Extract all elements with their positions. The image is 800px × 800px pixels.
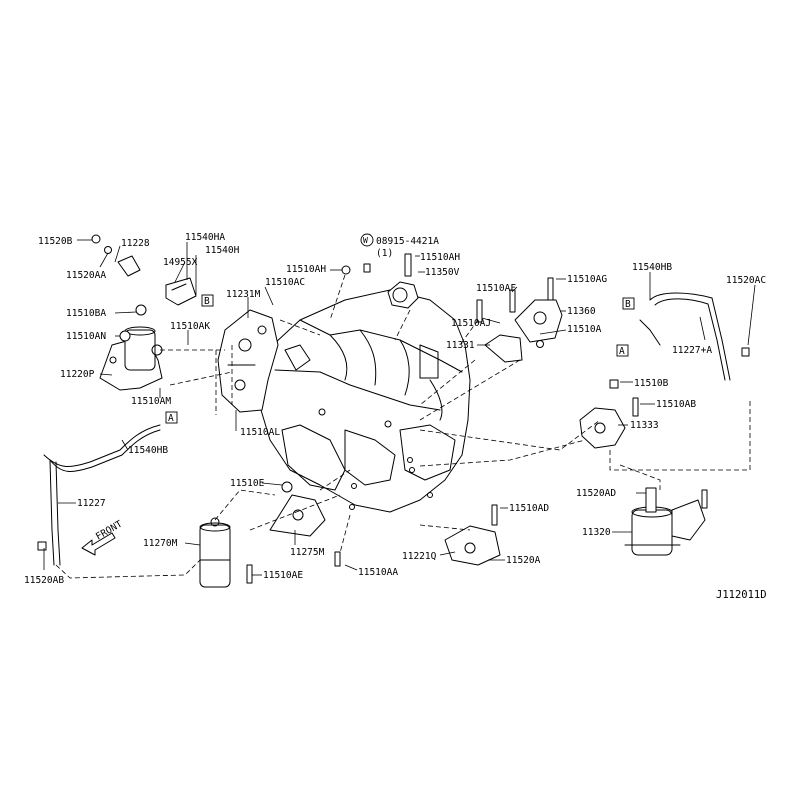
part-label-08915-4421a[interactable]: 08915-4421A bbox=[376, 236, 439, 247]
part-label-11520ac[interactable]: 11520AC bbox=[726, 275, 766, 286]
svg-text:W: W bbox=[363, 236, 368, 245]
part-label-11540h[interactable]: 11540H bbox=[205, 245, 240, 256]
ref-label: A bbox=[619, 346, 625, 357]
part-label-11510ba[interactable]: 11510BA bbox=[66, 308, 106, 319]
part-label-11221q[interactable]: 11221Q bbox=[402, 551, 437, 562]
ref-box-a-right: A bbox=[616, 344, 629, 357]
insulator-11270m[interactable] bbox=[199, 517, 253, 588]
part-label-11228[interactable]: 11228 bbox=[121, 238, 150, 249]
mount-11220p[interactable] bbox=[99, 326, 163, 391]
part-label-11510e[interactable]: 11510E bbox=[230, 478, 265, 489]
part-label-11320[interactable]: 11320 bbox=[582, 527, 611, 538]
hose-11227a[interactable] bbox=[639, 292, 750, 381]
part-label-11510ah-left[interactable]: 11510AH bbox=[286, 264, 326, 275]
part-label-11510a[interactable]: 11510A bbox=[567, 324, 602, 335]
part-label-11510al[interactable]: 11510AL bbox=[240, 427, 280, 438]
ref-label: A bbox=[168, 413, 174, 424]
washer-icon: W bbox=[360, 233, 374, 247]
part-label-11510b[interactable]: 11510B bbox=[634, 378, 669, 389]
part-label-11510ab[interactable]: 11510AB bbox=[656, 399, 696, 410]
diagram-code: J112011D bbox=[716, 589, 767, 601]
front-arrow-icon: FRONT bbox=[81, 519, 125, 556]
part-label-11350v[interactable]: 11350V bbox=[425, 267, 460, 278]
part-label-11510ak[interactable]: 11510AK bbox=[170, 321, 210, 332]
part-label-11227a[interactable]: 11227+A bbox=[672, 345, 712, 356]
part-label-11520a[interactable]: 11520A bbox=[506, 555, 541, 566]
part-label-11540hb-right[interactable]: 11540HB bbox=[632, 262, 672, 273]
part-label-11520ad[interactable]: 11520AD bbox=[576, 488, 616, 499]
part-label-11520b[interactable]: 11520B bbox=[38, 236, 73, 247]
ref-box-a-left: A bbox=[165, 411, 178, 424]
dashed-guides bbox=[55, 274, 751, 579]
bracket-11228[interactable] bbox=[91, 234, 197, 342]
engine-assembly bbox=[257, 289, 471, 513]
insulator-11320[interactable] bbox=[624, 487, 708, 556]
bracket-11333[interactable] bbox=[579, 379, 639, 449]
part-label-11510aj[interactable]: 11510AJ bbox=[451, 318, 491, 329]
part-label-11520ab[interactable]: 11520AB bbox=[24, 575, 64, 586]
ref-label: B bbox=[204, 296, 210, 307]
part-label-11510ag[interactable]: 11510AG bbox=[567, 274, 607, 285]
pulley-11350v[interactable] bbox=[341, 253, 419, 309]
part-label-11270m[interactable]: 11270M bbox=[143, 538, 178, 549]
part-label-11510aa[interactable]: 11510AA bbox=[358, 567, 398, 578]
ref-box-b-left: B bbox=[201, 294, 214, 307]
part-label-11510ah-right[interactable]: 11510AH bbox=[420, 252, 460, 263]
part-labels: 11520B 11228 11520AA 11540HA 11540H 1495… bbox=[24, 232, 766, 586]
part-label-11520aa[interactable]: 11520AA bbox=[66, 270, 106, 281]
part-label-11510an[interactable]: 11510AN bbox=[66, 331, 106, 342]
bracket-11360[interactable] bbox=[476, 277, 563, 363]
bracket-11221q[interactable] bbox=[444, 504, 501, 566]
hose-11227[interactable] bbox=[37, 424, 161, 566]
part-label-11540ha[interactable]: 11540HA bbox=[185, 232, 225, 243]
part-label-11510ad[interactable]: 11510AD bbox=[509, 503, 549, 514]
part-label-14955x[interactable]: 14955X bbox=[163, 257, 198, 268]
part-label-11510am[interactable]: 11510AM bbox=[131, 396, 171, 407]
part-label-11231m[interactable]: 11231M bbox=[226, 289, 261, 300]
ref-label: B bbox=[625, 299, 631, 310]
ref-box-b-right: B bbox=[622, 297, 635, 310]
bracket-11231m[interactable] bbox=[217, 309, 279, 413]
part-label-11360[interactable]: 11360 bbox=[567, 306, 596, 317]
bracket-11275m[interactable] bbox=[269, 481, 341, 567]
part-label-11510ae[interactable]: 11510AE bbox=[263, 570, 303, 581]
part-label-11510ac[interactable]: 11510AC bbox=[265, 277, 305, 288]
part-label-11540hb-left[interactable]: 11540HB bbox=[128, 445, 168, 456]
leader-lines bbox=[43, 239, 756, 576]
part-label-11510af[interactable]: 11510AF bbox=[476, 283, 516, 294]
part-label-11227[interactable]: 11227 bbox=[77, 498, 106, 509]
part-label-11331[interactable]: 11331 bbox=[446, 340, 475, 351]
part-label-qty: (1) bbox=[376, 248, 393, 259]
part-label-11275m[interactable]: 11275M bbox=[290, 547, 325, 558]
part-label-11220p[interactable]: 11220P bbox=[60, 369, 95, 380]
part-label-11333[interactable]: 11333 bbox=[630, 420, 659, 431]
